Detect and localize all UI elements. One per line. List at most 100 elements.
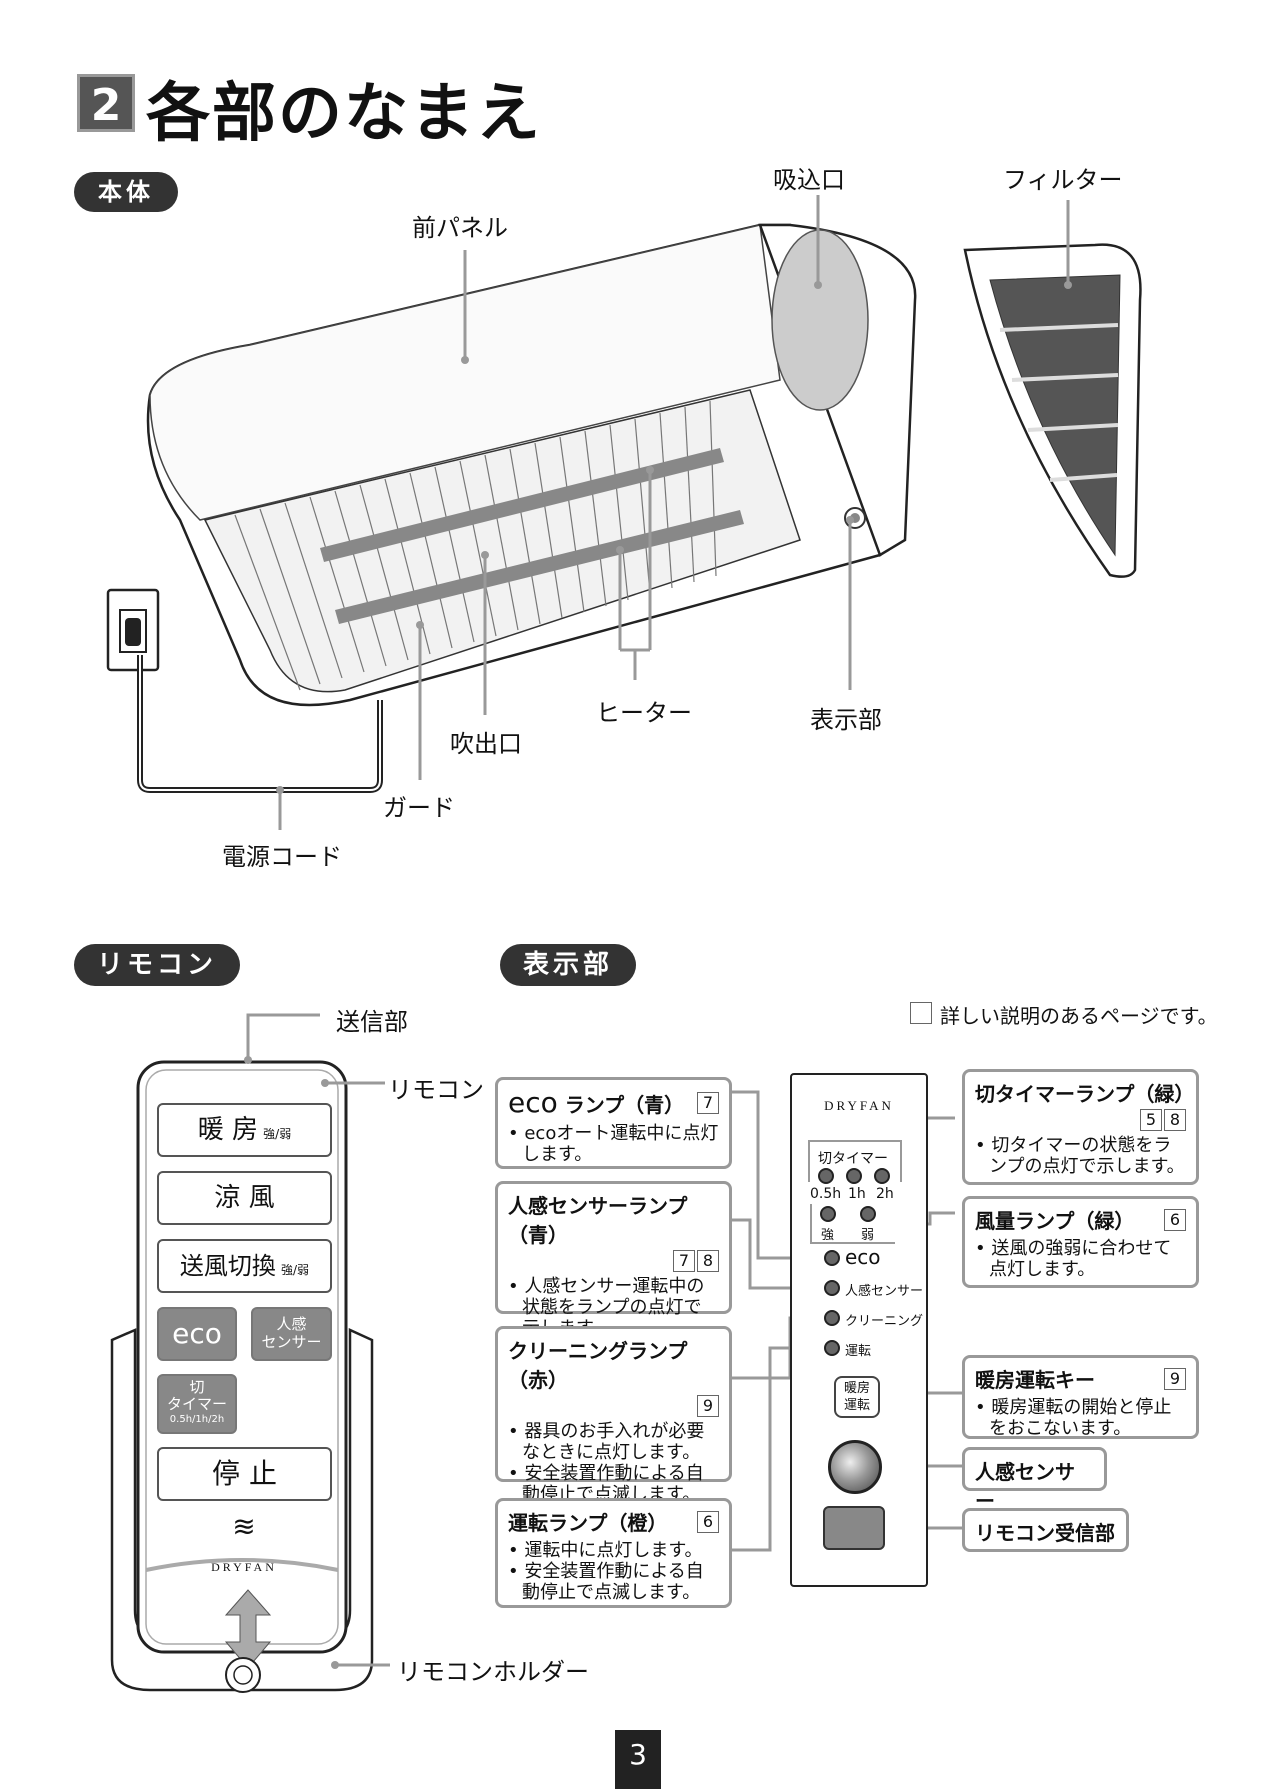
ref-note: 詳しい説明のあるページです。 [940, 1004, 1218, 1028]
box-heatkey-line-1: • 暖房運転の開始と停止をおこないます。 [975, 1397, 1172, 1439]
box-human-title: 人感センサー [975, 1460, 1075, 1513]
remote-fan-label: 送風切換 [179, 1252, 276, 1280]
box-timer-title: 切タイマーランプ（緑） [975, 1082, 1195, 1106]
section-display-pill: 表示部 [500, 944, 636, 986]
timer-opt-1h: 1h [848, 1186, 866, 1202]
panel-brand: DRYFAN [824, 1098, 894, 1113]
ref-page-icon: 6 [1164, 1208, 1186, 1231]
section-body-pill: 本体 [74, 172, 178, 212]
box-eco-line-1: • ecoオート運転中に点灯します。 [508, 1123, 719, 1165]
box-eco-lamp: eco ランプ（青） 7 • ecoオート運転中に点灯します。 [495, 1077, 732, 1169]
remote-timer-label-2: タイマー [166, 1395, 227, 1413]
box-run-lamp: 運転ランプ（橙） 6 • 運転中に点灯します。 • 安全装置作動による自動停止で点… [495, 1498, 732, 1608]
timer-lamp-2h [874, 1168, 890, 1184]
remote-heat-sub: 強/弱 [263, 1127, 292, 1141]
heat-key-label-2: 運転 [843, 1398, 870, 1413]
ref-page-icon: 8 [697, 1250, 719, 1272]
label-power-cord: 電源コード [222, 843, 342, 871]
remote-timer-label-1: 切 [189, 1378, 205, 1396]
page-title: 各部のなまえ [146, 77, 542, 151]
remote-timer-label-3: 0.5h/1h/2h [169, 1414, 225, 1425]
remote-fan-button[interactable]: 送風切換 強/弱 [157, 1239, 332, 1293]
fan-opt-weak: 弱 [861, 1228, 875, 1243]
box-fan-line-1: • 送風の強弱に合わせて点灯します。 [975, 1238, 1172, 1280]
box-cleaning-line-1: • 器具のお手入れが必要なときに点灯します。 [508, 1421, 705, 1463]
label-filter: フィルター [1003, 166, 1123, 194]
remote-sensor-label-1: 人感 [276, 1315, 307, 1333]
label-heater: ヒーター [596, 699, 692, 727]
ref-page-icon: 8 [1164, 1109, 1186, 1131]
remote-stop-label: 停 止 [212, 1457, 277, 1490]
heat-run-key[interactable]: 暖房 運転 [834, 1376, 880, 1418]
lamp-label-eco: eco [845, 1245, 881, 1269]
remote-sensor-label-2: センサー [261, 1333, 322, 1351]
box-sensor-lamp: 人感センサーランプ（青） 78 • 人感センサー運転中の状態をランプの点灯で示し… [495, 1181, 732, 1339]
remote-heat-button[interactable]: 暖 房 強/弱 [157, 1103, 332, 1157]
sensor-lamp [824, 1280, 840, 1296]
ref-page-icon: 5 [1140, 1109, 1162, 1131]
remote-cool-button[interactable]: 涼 風 [157, 1171, 332, 1225]
ref-page-icon: 7 [697, 1091, 719, 1114]
label-guard: ガード [383, 794, 455, 822]
display-panel [790, 1073, 928, 1587]
lamp-label-sensor: 人感センサー [845, 1284, 924, 1299]
remote-fan-sub: 強/弱 [281, 1263, 310, 1277]
fan-group-frame [810, 1204, 895, 1244]
box-heat-key: 暖房運転キー 9 • 暖房運転の開始と停止をおこないます。 [962, 1355, 1199, 1439]
box-run-title: 運転ランプ（橙） [508, 1511, 668, 1535]
label-intake: 吸込口 [773, 166, 845, 194]
label-remote-holder: リモコンホルダー [397, 1658, 589, 1686]
label-transmitter: 送信部 [336, 1008, 408, 1036]
box-heatkey-title: 暖房運転キー [975, 1368, 1095, 1392]
label-front-panel: 前パネル [412, 214, 508, 242]
box-cleaning-lamp: クリーニングランプ（赤） 9 • 器具のお手入れが必要なときに点灯します。 • … [495, 1326, 732, 1505]
box-run-line-2: • 安全装置作動による自動停止で点滅します。 [508, 1561, 704, 1603]
lamp-label-cleaning: クリーニング [845, 1314, 924, 1329]
timer-opt-2h: 2h [876, 1186, 894, 1202]
panel-timer-title: 切タイマー [818, 1151, 888, 1167]
remote-heat-label: 暖 房 [197, 1115, 259, 1145]
lamp-label-run: 運転 [845, 1344, 872, 1359]
box-human-sensor: 人感センサー [962, 1447, 1107, 1513]
remote-eco-button[interactable]: eco [157, 1307, 237, 1361]
cleaning-lamp [824, 1310, 840, 1326]
ref-page-icon: 9 [1164, 1367, 1186, 1390]
box-cleaning-title: クリーニングランプ（赤） [508, 1339, 688, 1392]
section-remote-pill: リモコン [74, 944, 240, 986]
ref-box-icon [910, 1002, 932, 1024]
box-fan-lamp: 風量ランプ（緑） 6 • 送風の強弱に合わせて点灯します。 [962, 1196, 1199, 1288]
heater-illustration [106, 195, 1142, 830]
remote-stop-button[interactable]: 停 止 [157, 1447, 332, 1501]
page-number: 3 [615, 1730, 661, 1789]
section-number: 2 [77, 74, 135, 132]
remote-logo-icon: ≋ [232, 1510, 256, 1543]
heat-key-label-1: 暖房 [843, 1381, 870, 1396]
timer-opt-05h: 0.5h [810, 1186, 842, 1202]
fan-lamp-weak [860, 1206, 876, 1222]
remote-receiver-window [823, 1506, 885, 1550]
label-remote: リモコン [388, 1076, 484, 1104]
timer-group-frame [808, 1140, 902, 1182]
ref-page-icon: 7 [673, 1250, 695, 1272]
ref-page-icon: 9 [697, 1395, 719, 1417]
label-outlet: 吹出口 [450, 730, 522, 758]
remote-timer-button[interactable]: 切 タイマー 0.5h/1h/2h [157, 1374, 237, 1434]
box-eco-title-main: eco [508, 1086, 558, 1119]
timer-lamp-1h [846, 1168, 862, 1184]
label-display: 表示部 [810, 706, 882, 734]
fan-opt-strong: 強 [821, 1228, 835, 1243]
run-lamp [824, 1340, 840, 1356]
timer-lamp-05h [818, 1168, 834, 1184]
box-run-line-1: • 運転中に点灯します。 [508, 1540, 703, 1561]
box-timer-line-1: • 切タイマーの状態をランプの点灯で示します。 [975, 1135, 1185, 1177]
fan-lamp-strong [820, 1206, 836, 1222]
remote-brand: DRYFAN [211, 1560, 277, 1574]
box-cleaning-line-2: • 安全装置作動による自動停止で点滅します。 [508, 1463, 704, 1505]
box-eco-title-rest: ランプ（青） [564, 1093, 685, 1117]
ref-page-icon: 6 [697, 1510, 719, 1533]
remote-cool-label: 涼 風 [214, 1183, 275, 1213]
box-fan-title: 風量ランプ（緑） [975, 1209, 1135, 1233]
box-receiver-title: リモコン受信部 [975, 1521, 1115, 1545]
remote-sensor-button[interactable]: 人感 センサー [251, 1307, 332, 1361]
